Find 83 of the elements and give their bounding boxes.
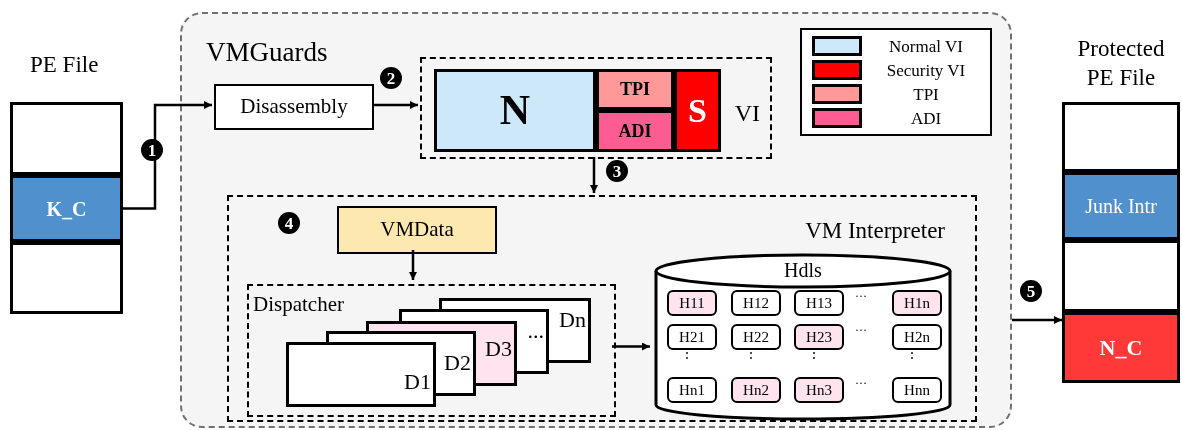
node-label: Hn2 [743,380,769,400]
ellipsis: ··· [855,324,867,336]
process-box [10,175,123,242]
arrow [1012,316,1062,324]
arrow [409,250,417,280]
handler-box [667,324,717,350]
node-label: Dn [559,309,586,331]
handler-box [731,377,781,403]
handler-box [794,290,844,316]
group-title: Hdls [783,260,823,280]
node-label: K_C [46,196,87,222]
node-label: Hn3 [806,380,832,400]
group-frame [420,57,772,159]
node-label: H13 [806,293,832,313]
process-box [434,69,596,152]
group-title: VMGuards [206,36,328,69]
node-label: H22 [743,327,769,347]
arrow [372,101,418,109]
process-box [337,206,497,254]
node-label: Junk Intr [1085,194,1157,219]
node-label: ADI [618,119,652,143]
handler-box [794,377,844,403]
handler-box [892,377,942,403]
node-label: H11 [679,293,705,313]
group-frame [227,195,977,422]
file-title: Protected PE File [1076,35,1166,92]
legend-label: ADI [909,109,943,127]
node-label: D1 [404,371,431,393]
dispatcher-card [549,298,591,363]
arrow [612,342,650,351]
handler-box [731,324,781,350]
handler-cylinder [654,253,952,421]
node-label: VMData [380,216,454,244]
process-box [1062,172,1180,240]
file-section [10,102,123,175]
dispatcher-card [476,321,517,386]
group-frame [247,284,616,417]
legend-label: Security VI [885,61,967,79]
group-frame [180,12,1012,428]
node-label: H2n [904,327,930,347]
arrow [590,157,598,193]
file-section [1062,240,1180,312]
file-section [10,242,123,314]
step-number: 5 [1020,280,1042,302]
step-number: 1 [141,139,163,161]
node-label: H12 [743,293,769,313]
handler-box [892,324,942,350]
group-title: VM Interpreter [805,219,945,242]
ellipsis: ··· [855,290,867,302]
arrow [123,101,212,210]
node-label: S [688,91,707,131]
process-box [214,84,374,130]
file-title: PE File [30,51,99,79]
node-label: Disassembly [240,93,348,121]
ellipsis: ··· [855,377,867,389]
group-title: Dispatcher [253,294,344,315]
node-label: TPI [620,78,650,101]
node-label: N [499,86,531,135]
dispatcher-card [517,309,549,374]
process-box [596,69,674,110]
handler-box [794,324,844,350]
dispatcher-card [286,342,436,407]
handler-box [731,290,781,316]
file-section [1062,102,1180,172]
handler-box [667,377,717,403]
handler-box [892,290,942,316]
process-box [674,69,721,152]
node-label: Hnn [904,380,930,400]
process-box [596,110,674,152]
node-label: D3 [485,338,512,360]
node-label: D2 [444,352,471,374]
group-title: VI [734,99,760,128]
dispatcher-card [436,331,476,396]
node-label: Hn1 [679,380,705,400]
legend-label: TPI [912,85,940,103]
process-box [1062,312,1180,383]
handler-box [667,290,717,316]
node-label: H23 [806,327,832,347]
node-label: ... [527,320,544,342]
node-label: N_C [1099,334,1143,362]
legend-label: Normal VI [888,37,964,55]
node-label: H21 [679,327,705,347]
node-label: H1n [904,293,930,313]
